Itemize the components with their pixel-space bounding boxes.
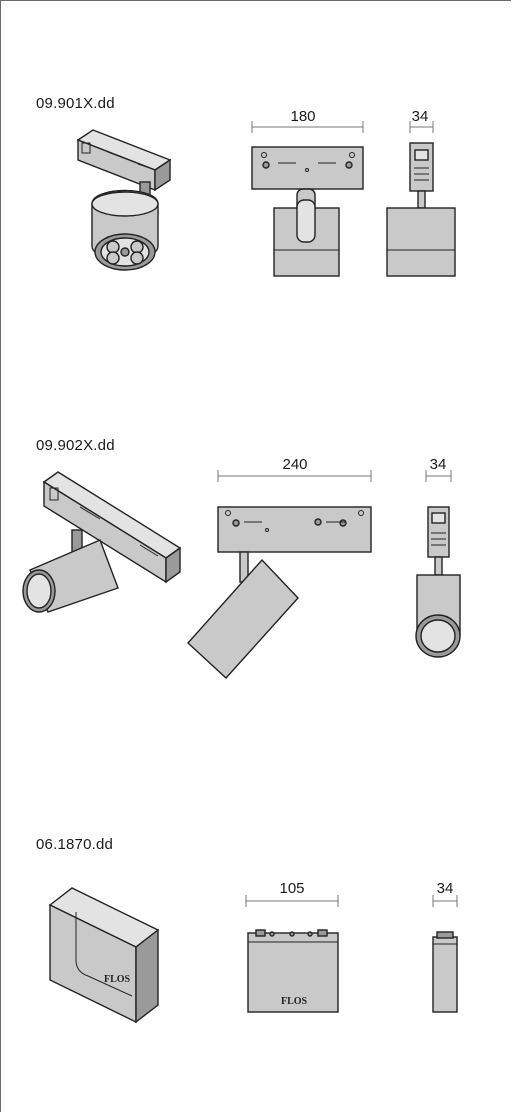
dimension-label-front-2: 240 [282, 456, 308, 473]
dimension-line-front-1 [251, 121, 364, 133]
dimension-line-front-3 [245, 895, 339, 907]
dimension-line-front-2 [217, 470, 372, 482]
front-view-3: FLOS [247, 929, 339, 1013]
front-view-1 [251, 146, 364, 277]
dimension-line-side-1 [409, 121, 434, 133]
front-view-2 [187, 506, 372, 679]
dimension-label-front-1: 180 [290, 108, 316, 125]
side-view-1 [386, 142, 456, 277]
dimension-label-side-2: 34 [429, 456, 447, 473]
dimension-label-front-3: 105 [279, 880, 305, 897]
dimension-line-side-3 [432, 895, 458, 907]
brand-logo-front: FLOS [281, 996, 308, 1007]
dimension-line-side-2 [425, 470, 452, 482]
dimension-label-side-1: 34 [411, 108, 429, 125]
side-view-2 [415, 506, 461, 658]
isometric-view-2 [22, 471, 182, 613]
product-code-1: 09.901X.dd [36, 95, 115, 112]
product-code-3: 06.1870.dd [36, 836, 114, 853]
isometric-view-1 [76, 129, 172, 271]
product-code-2: 09.902X.dd [36, 437, 115, 454]
brand-logo-iso: FLOS [104, 974, 131, 985]
side-view-3 [432, 931, 458, 1013]
dimension-label-side-3: 34 [436, 880, 454, 897]
isometric-view-3: FLOS [48, 887, 160, 1024]
